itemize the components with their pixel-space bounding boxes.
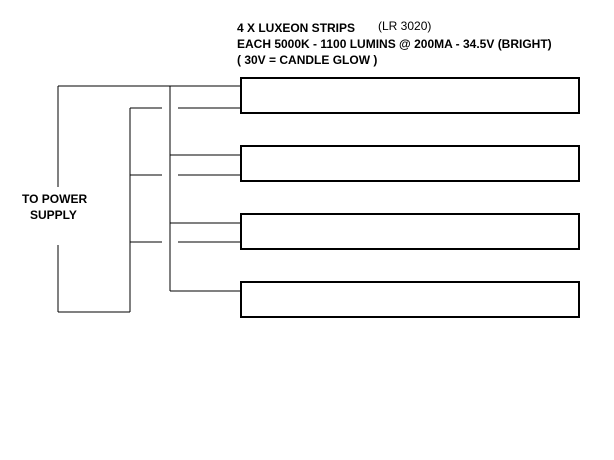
led-strip-4: [240, 281, 580, 318]
header-line1-main: 4 X LUXEON STRIPS: [237, 21, 355, 35]
header-line2: EACH 5000K - 1100 LUMINS @ 200MA - 34.5V…: [237, 37, 552, 51]
supply-wire-outer: [57, 85, 241, 313]
led-strip-1: [240, 77, 580, 114]
led-strip-3: [240, 213, 580, 250]
power-label-line2: SUPPLY: [30, 208, 77, 222]
power-label-line1: TO POWER: [22, 192, 87, 206]
strip-return-wires: [178, 107, 241, 243]
led-strip-2: [240, 145, 580, 182]
header-line3: ( 30V = CANDLE GLOW ): [237, 53, 377, 67]
positive-bus: [169, 86, 241, 292]
negative-bus: [129, 107, 162, 312]
header-line1-model: (LR 3020): [378, 19, 431, 33]
